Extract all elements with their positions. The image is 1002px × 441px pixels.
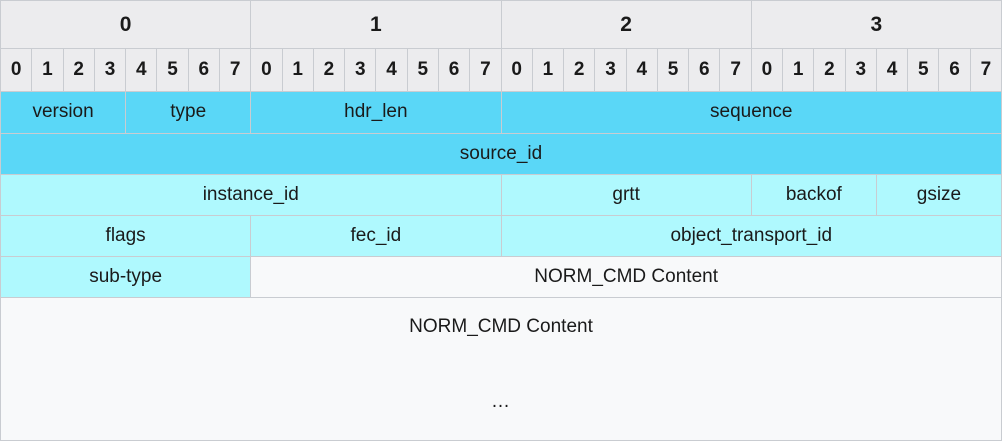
byte-header-0: 0: [0, 0, 252, 50]
bit-header-11: 3: [344, 48, 377, 93]
payload-continuation-ellipsis: …: [491, 390, 511, 412]
bit-header-9: 1: [281, 48, 314, 93]
bit-header-19: 3: [594, 48, 627, 93]
field-sub-type: sub-type: [0, 256, 252, 299]
bit-header-27: 3: [844, 48, 877, 93]
bit-header-1: 1: [31, 48, 64, 93]
bit-header-0: 0: [0, 48, 33, 93]
bit-header-23: 7: [719, 48, 752, 93]
bit-header-2: 2: [62, 48, 95, 93]
bit-header-13: 5: [406, 48, 439, 93]
bit-header-26: 2: [813, 48, 846, 93]
byte-header-1: 1: [250, 0, 502, 50]
bit-header-30: 6: [938, 48, 971, 93]
field-source-id: source_id: [0, 132, 1002, 175]
bit-header-10: 2: [312, 48, 346, 93]
bit-header-6: 6: [187, 48, 220, 93]
bit-header-29: 5: [907, 48, 940, 93]
field-type: type: [125, 91, 252, 134]
bit-header-16: 0: [500, 48, 533, 93]
payload-inner: NORM_CMD Content …: [2, 299, 1001, 440]
field-instance-id: instance_id: [0, 173, 502, 216]
bit-header-22: 6: [688, 48, 721, 93]
field-backof: backof: [750, 173, 877, 216]
bit-header-21: 5: [656, 48, 690, 93]
field-sequence: sequence: [500, 91, 1002, 134]
bit-header-8: 0: [250, 48, 283, 93]
field-row-3: flags fec_id object_transport_id: [0, 214, 1002, 258]
bit-header-15: 7: [469, 48, 502, 93]
bit-header-5: 5: [156, 48, 189, 93]
bit-header-28: 4: [875, 48, 909, 93]
byte-header-3: 3: [750, 0, 1002, 50]
payload-row: NORM_CMD Content …: [0, 297, 1002, 441]
field-row-1: source_id: [0, 132, 1002, 175]
bit-header-14: 6: [437, 48, 471, 93]
bit-header-row: 0 1 2 3 4 5 6 7 0 1 2 3 4 5 6 7 0 1 2 3: [0, 48, 1002, 93]
bit-header-20: 4: [625, 48, 658, 93]
field-row-2: instance_id grtt backof gsize: [0, 173, 1002, 216]
bit-header-3: 3: [93, 48, 127, 93]
payload-label: NORM_CMD Content: [409, 315, 593, 337]
field-hdr-len: hdr_len: [250, 91, 502, 134]
bit-header-31: 7: [969, 48, 1002, 93]
bit-header-25: 1: [782, 48, 815, 93]
bit-header-4: 4: [125, 48, 158, 93]
field-gsize: gsize: [875, 173, 1002, 216]
bit-header-18: 2: [563, 48, 596, 93]
payload-cell: NORM_CMD Content …: [0, 297, 1002, 441]
byte-header-row: 0 1 2 3: [0, 0, 1002, 50]
field-fec-id: fec_id: [250, 214, 502, 258]
bit-header-7: 7: [218, 48, 252, 93]
field-version: version: [0, 91, 127, 134]
field-norm-cmd-content: NORM_CMD Content: [250, 256, 1002, 299]
byte-header-2: 2: [500, 0, 752, 50]
bit-header-24: 0: [750, 48, 784, 93]
field-row-4: sub-type NORM_CMD Content: [0, 256, 1002, 299]
bit-header-12: 4: [375, 48, 408, 93]
field-grtt: grtt: [500, 173, 752, 216]
field-flags: flags: [0, 214, 252, 258]
field-object-transport-id: object_transport_id: [500, 214, 1002, 258]
field-row-0: version type hdr_len sequence: [0, 91, 1002, 134]
bit-header-17: 1: [531, 48, 565, 93]
